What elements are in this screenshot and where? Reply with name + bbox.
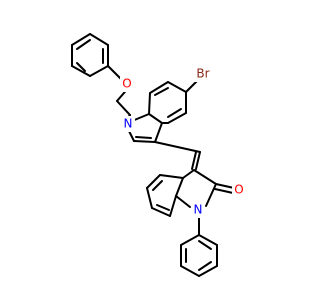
ether-oxygen-atom: O [120, 76, 134, 92]
methylidene-bridge [154, 141, 201, 170]
bromoindole-system [127, 79, 199, 143]
molecule-structure-diagram: Br O N O N [71, 33, 246, 277]
bromine-atom: Br [194, 66, 212, 82]
ether-oxygen-label: O [122, 77, 131, 91]
n-phenyl-ring [180, 214, 218, 277]
oxindole-nitrogen-atom: N [191, 202, 205, 218]
bromine-label: Br [196, 67, 209, 81]
carbonyl-oxygen-atom: O [232, 182, 246, 198]
oxindole-nitrogen-label: N [194, 203, 203, 217]
phenoxy-ring [71, 33, 109, 77]
indole-nitrogen-label: N [124, 117, 133, 131]
ethoxy-linker [107, 65, 131, 124]
carbonyl-oxygen-label: O [234, 183, 243, 197]
atom-labels: Br O N O N [120, 66, 246, 218]
indole-nitrogen-atom: N [121, 116, 135, 132]
oxindole-system [146, 169, 235, 217]
